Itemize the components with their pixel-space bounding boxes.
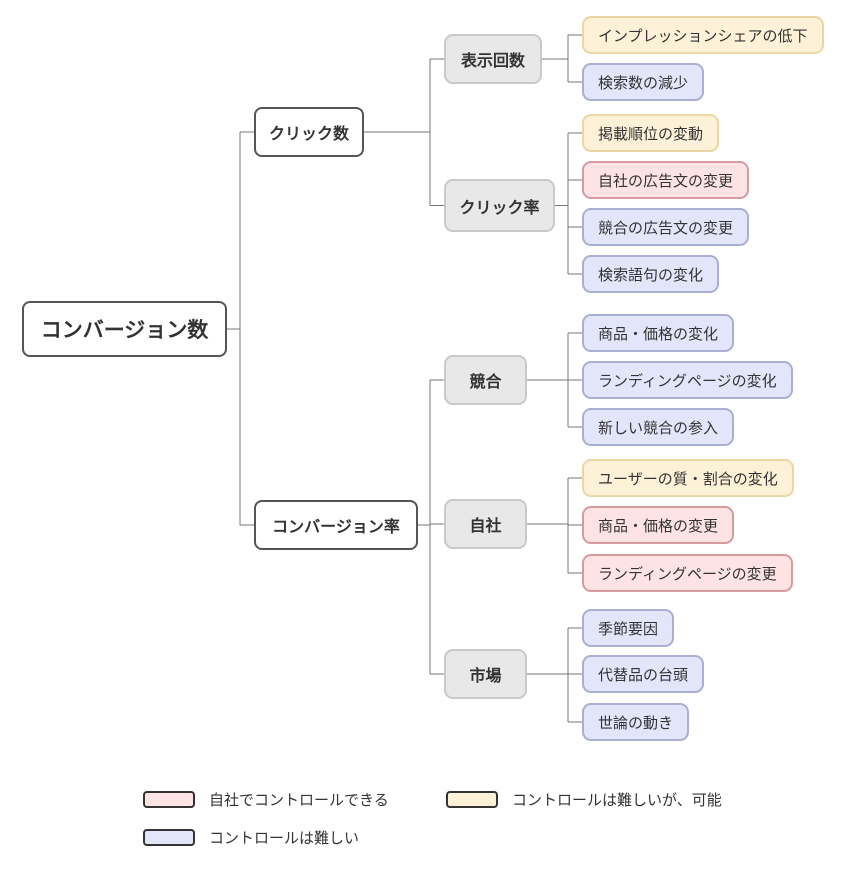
leaf-new-competitor-entry: 新しい競合の参入 bbox=[582, 408, 735, 446]
leaf-own-product-price-change: 商品・価格の変更 bbox=[582, 506, 735, 544]
leaf-competitor-landing-page-change: ランディングページの変化 bbox=[582, 361, 793, 399]
leaf-substitute-rise: 代替品の台頭 bbox=[582, 655, 705, 693]
legend-item-possible: コントロールは難しいが、可能 bbox=[446, 789, 722, 810]
legend-swatch-yellow bbox=[446, 791, 498, 808]
legend-label-own: 自社でコントロールできる bbox=[209, 791, 389, 809]
leaf-search-volume-drop: 検索数の減少 bbox=[582, 63, 705, 101]
legend-label-difficult: コントロールは難しい bbox=[209, 829, 360, 847]
leaf-own-landing-page-change: ランディングページの変更 bbox=[582, 554, 793, 592]
node-competitor: 競合 bbox=[444, 355, 527, 405]
leaf-competitor-ad-copy-change: 競合の広告文の変更 bbox=[582, 208, 750, 246]
leaf-competitor-product-price-change: 商品・価格の変化 bbox=[582, 314, 735, 352]
leaf-own-ad-copy-change: 自社の広告文の変更 bbox=[582, 161, 750, 199]
root-node-conversions: コンバージョン数 bbox=[22, 301, 227, 357]
legend-item-own: 自社でコントロールできる bbox=[143, 789, 389, 810]
node-ctr: クリック率 bbox=[444, 179, 555, 232]
node-impressions: 表示回数 bbox=[444, 34, 542, 84]
legend-swatch-red bbox=[143, 791, 195, 808]
node-own-company: 自社 bbox=[444, 499, 527, 549]
leaf-ad-position-change: 掲載順位の変動 bbox=[582, 114, 720, 152]
legend-swatch-blue bbox=[143, 829, 195, 846]
leaf-user-quality-ratio-change: ユーザーの質・割合の変化 bbox=[582, 459, 794, 497]
legend-label-possible: コントロールは難しいが、可能 bbox=[512, 791, 722, 809]
leaf-public-opinion-trend: 世論の動き bbox=[582, 703, 690, 741]
leaf-seasonal-factors: 季節要因 bbox=[582, 609, 675, 647]
legend-item-difficult: コントロールは難しい bbox=[143, 827, 359, 848]
node-market: 市場 bbox=[444, 649, 527, 699]
leaf-impression-share-drop: インプレッションシェアの低下 bbox=[582, 16, 824, 54]
node-conversion-rate: コンバージョン率 bbox=[254, 500, 418, 550]
leaf-search-term-change: 検索語句の変化 bbox=[582, 255, 720, 293]
node-clicks: クリック数 bbox=[254, 107, 364, 157]
